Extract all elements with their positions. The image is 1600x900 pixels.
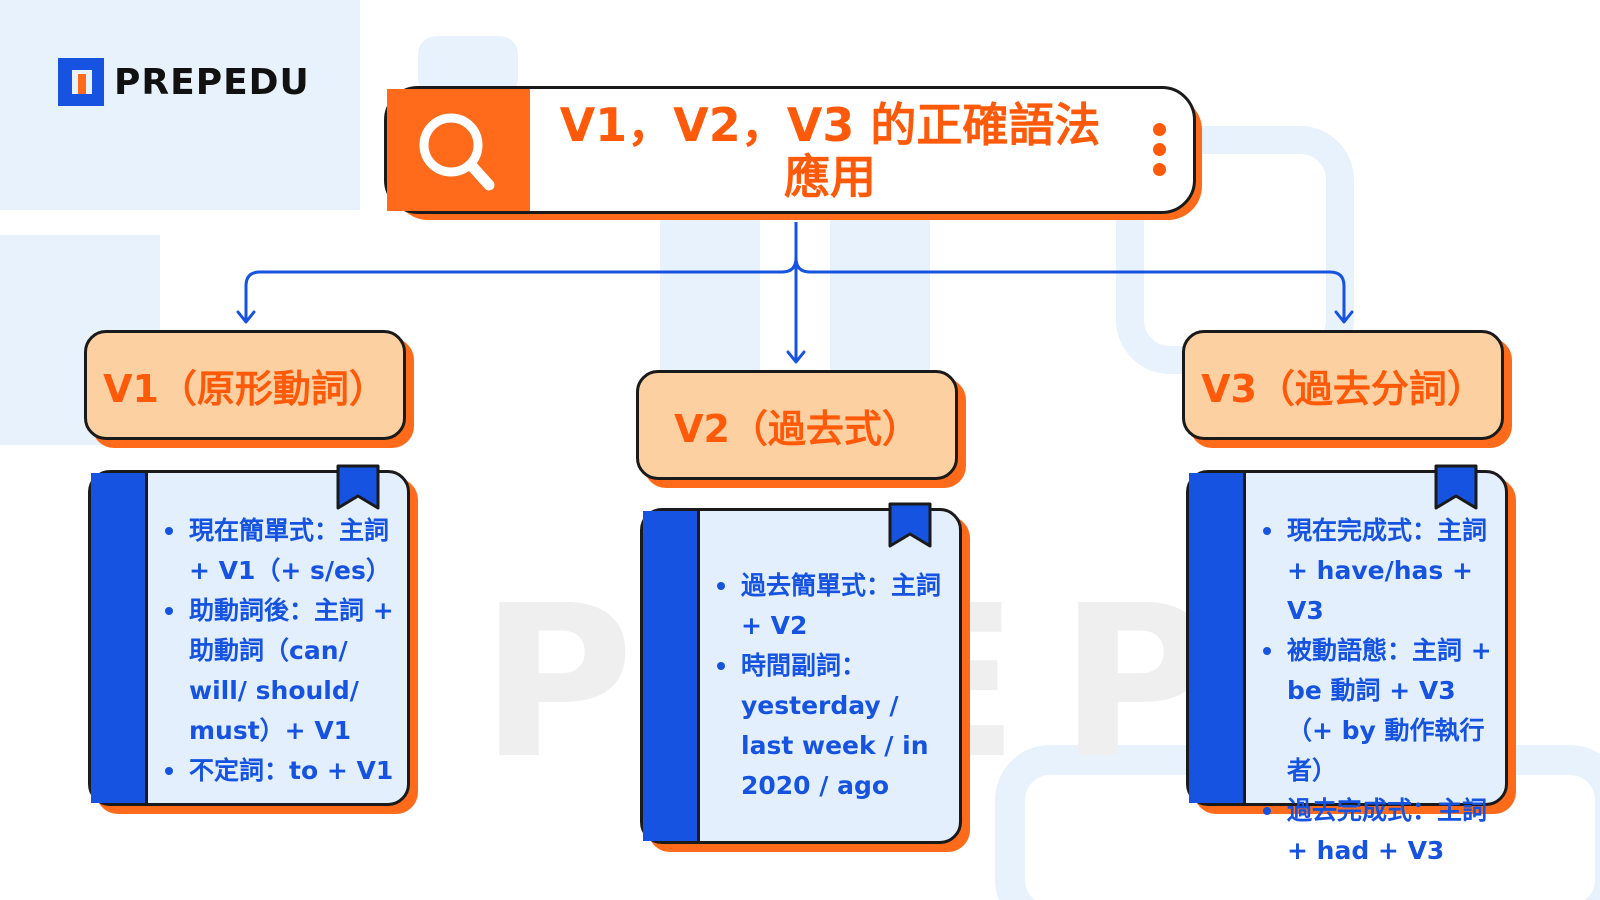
prepedu-logo: PREPEDU <box>58 58 310 106</box>
list-item: 助動詞後：主詞 + 助動詞（can/ will/ should/ must）+ … <box>161 591 399 751</box>
book-spine <box>643 511 700 841</box>
list-item: 過去完成式：主詞 + had + V3 <box>1259 791 1497 871</box>
v2-card: 過去簡單式：主詞 + V2 時間副詞：yesterday / last week… <box>640 502 970 852</box>
v3-list: 現在完成式：主詞 + have/has + V3 被動語態：主詞 + be 動詞… <box>1259 511 1497 871</box>
list-item: 被動語態：主詞 + be 動詞 + V3（+ by 動作執行者） <box>1259 631 1497 791</box>
more-vertical-icon[interactable] <box>1153 123 1167 183</box>
v2-header: V2（過去式） <box>636 370 966 488</box>
v1-header: V1（原形動詞） <box>84 330 414 448</box>
list-item: 現在完成式：主詞 + have/has + V3 <box>1259 511 1497 631</box>
brand-name: PREPEDU <box>114 61 310 103</box>
prepedu-logo-icon <box>58 58 104 106</box>
list-item: 過去簡單式：主詞 + V2 <box>713 566 951 646</box>
title-search-bar: V1，V2，V3 的正確語法應用 <box>384 86 1202 220</box>
v2-label: V2（過去式） <box>674 406 920 451</box>
list-item: 時間副詞：yesterday / last week / in 2020 / a… <box>713 646 951 806</box>
list-item: 不定詞：to + V1 <box>161 751 399 791</box>
v1-label: V1（原形動詞） <box>103 366 387 411</box>
v2-list: 過去簡單式：主詞 + V2 時間副詞：yesterday / last week… <box>713 566 951 806</box>
bookmark-icon <box>336 464 380 510</box>
v3-header: V3（過去分詞） <box>1182 330 1512 448</box>
search-icon-box <box>387 89 530 211</box>
page-title: V1，V2，V3 的正確語法應用 <box>559 98 1101 204</box>
v3-label: V3（過去分詞） <box>1201 366 1485 411</box>
v3-card: 現在完成式：主詞 + have/has + V3 被動語態：主詞 + be 動詞… <box>1186 464 1516 865</box>
v1-card: 現在簡單式：主詞 + V1（+ s/es） 助動詞後：主詞 + 助動詞（can/… <box>88 464 418 814</box>
bookmark-icon <box>1434 464 1478 510</box>
list-item: 現在簡單式：主詞 + V1（+ s/es） <box>161 511 399 591</box>
bookmark-icon <box>888 502 932 548</box>
book-spine <box>91 473 148 803</box>
book-spine <box>1189 473 1246 803</box>
search-icon[interactable] <box>387 89 530 211</box>
v1-list: 現在簡單式：主詞 + V1（+ s/es） 助動詞後：主詞 + 助動詞（can/… <box>161 511 399 791</box>
